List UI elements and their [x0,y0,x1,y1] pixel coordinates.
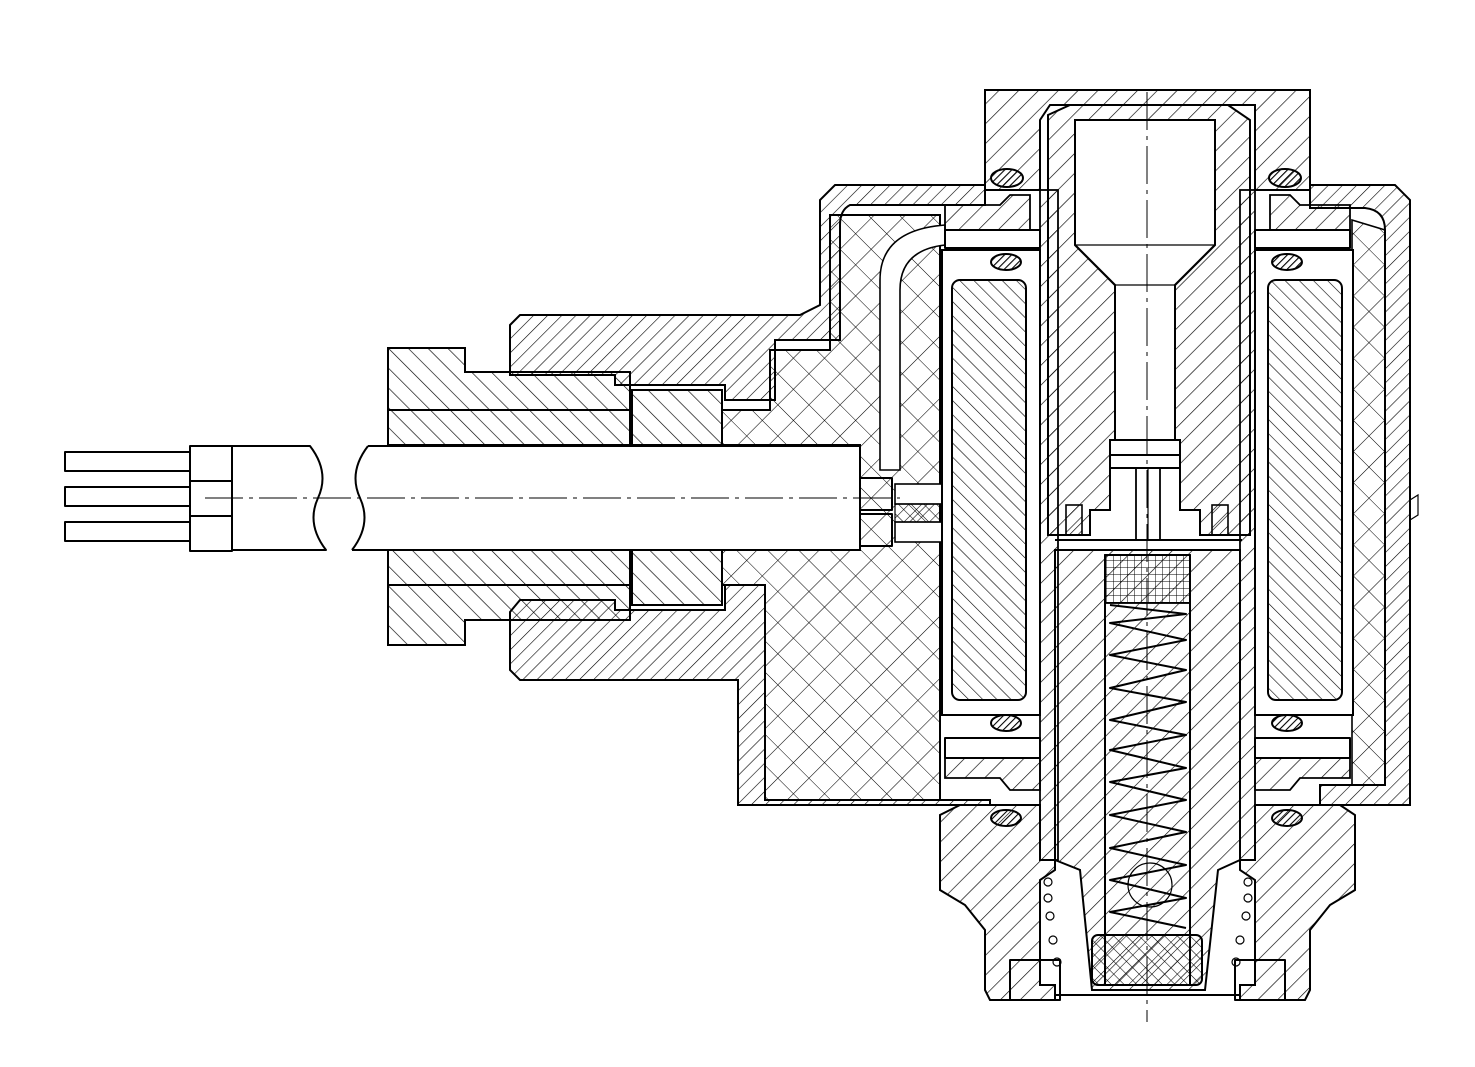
coil-winding-right [1254,249,1354,716]
compression-spring [1109,604,1187,929]
bottom-fitting [939,804,1356,1001]
pole-piece [1047,104,1251,541]
coil-winding-left [941,249,1041,716]
connector-pins [64,445,233,552]
lower-washers [944,737,1351,791]
cable-gland-nut [387,347,723,646]
center-lines [205,92,1148,1022]
o-ring-seals [990,168,1303,827]
